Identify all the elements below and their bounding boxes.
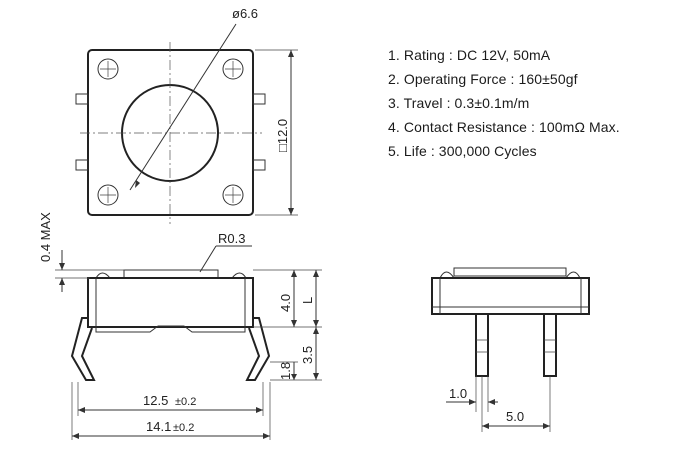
- pin50-label: 5.0: [506, 409, 524, 424]
- w125-tol-label: ±0.2: [175, 396, 196, 408]
- spec-rating: 1. Rating : DC 12V, 50mA: [388, 47, 551, 63]
- plunger: [123, 269, 219, 279]
- L-label: L: [300, 297, 315, 304]
- spec-operating-force: 2. Operating Force : 160±50gf: [388, 71, 578, 87]
- pin-tab: [75, 93, 89, 105]
- corner-hole: [97, 184, 119, 206]
- top-body-outline: [87, 49, 254, 216]
- square-dim-label: □12.0: [275, 119, 290, 152]
- side-body: [431, 277, 590, 315]
- corner-hole: [222, 58, 244, 80]
- pin-tab: [252, 93, 266, 105]
- pin10-label: 1.0: [449, 386, 467, 401]
- diameter-label: ø6.6: [232, 6, 258, 21]
- w125-label: 12.5: [143, 393, 168, 408]
- top-view: [75, 23, 298, 224]
- pin-tab: [75, 159, 89, 171]
- h40-label: 4.0: [278, 294, 293, 312]
- spec-life: 5. Life : 300,000 Cycles: [388, 143, 537, 159]
- side-view: [431, 267, 590, 432]
- max-dim-label: 0.4 MAX: [38, 212, 53, 262]
- radius-label: R0.3: [218, 231, 245, 246]
- corner-hole: [222, 184, 244, 206]
- h18-label: 1.8: [278, 362, 293, 380]
- side-pin-left: [475, 313, 489, 377]
- side-pin-right: [543, 313, 557, 377]
- front-view: [55, 245, 322, 440]
- w141-tol-label: ±0.2: [173, 422, 194, 434]
- h35-label: 3.5: [300, 346, 315, 364]
- w141-label: 14.1: [146, 419, 171, 434]
- front-body: [87, 277, 254, 328]
- pin-tab: [252, 159, 266, 171]
- spec-travel: 3. Travel : 0.3±0.1m/m: [388, 95, 530, 111]
- spec-contact-resistance: 4. Contact Resistance : 100mΩ Max.: [388, 119, 620, 135]
- corner-hole: [97, 58, 119, 80]
- side-plunger: [453, 267, 567, 277]
